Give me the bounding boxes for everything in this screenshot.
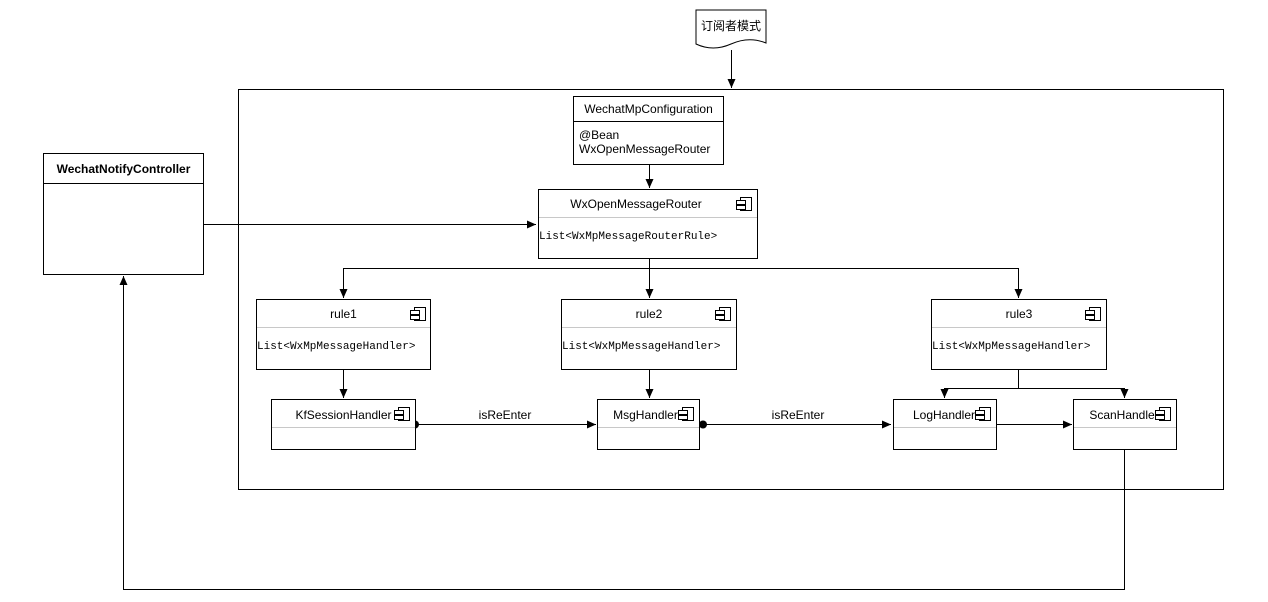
- component-icon: [975, 407, 991, 421]
- router-to-rule3-arrow: [649, 268, 1023, 298]
- config-bean-type: WxOpenMessageRouter: [579, 142, 711, 156]
- edge-label-isreenter-2: isReEnter: [771, 408, 825, 422]
- component-icon: [1155, 407, 1171, 421]
- rule2-box[interactable]: rule2 List<WxMpMessageHandler>: [561, 299, 737, 370]
- log-handler[interactable]: LogHandler: [893, 399, 997, 450]
- component-icon: [394, 407, 410, 421]
- scan-handler[interactable]: ScanHandler: [1073, 399, 1177, 450]
- wechat-mp-configuration[interactable]: WechatMpConfiguration @Bean WxOpenMessag…: [573, 96, 724, 165]
- rule2-title: rule2: [635, 307, 663, 321]
- subscriber-mode-note: 订阅者模式: [700, 19, 761, 33]
- rule3-field: List<WxMpMessageHandler>: [932, 341, 1091, 353]
- wx-open-message-router[interactable]: WxOpenMessageRouter List<WxMpMessageRout…: [538, 189, 758, 259]
- rule1-title: rule1: [330, 307, 357, 321]
- component-icon: [678, 407, 694, 421]
- module-container: [238, 89, 1224, 490]
- router-title: WxOpenMessageRouter: [570, 197, 702, 211]
- component-icon: [410, 307, 426, 321]
- rule3-title: rule3: [1005, 307, 1033, 321]
- config-bean-annotation: @Bean: [579, 128, 620, 142]
- scanhandler-to-controller-arrow: [119, 276, 1125, 590]
- msg-handler-divider: [598, 427, 699, 428]
- component-icon: [715, 307, 731, 321]
- rule3-to-scanhandler-arrow: [1018, 388, 1129, 398]
- scan-handler-divider: [1074, 427, 1176, 428]
- component-icon: [1085, 307, 1101, 321]
- controller-title: WechatNotifyController: [56, 162, 191, 176]
- component-icon: [736, 197, 752, 211]
- log-handler-title: LogHandler: [912, 408, 976, 422]
- kf-session-handler-divider: [272, 427, 415, 428]
- config-divider: [574, 121, 723, 122]
- kf-session-handler-title: KfSessionHandler: [295, 408, 392, 422]
- msg-handler[interactable]: MsgHandler: [597, 399, 700, 450]
- rule1-box[interactable]: rule1 List<WxMpMessageHandler>: [256, 299, 431, 370]
- rule3-to-loghandler-arrow: [940, 388, 1019, 398]
- kf-session-handler[interactable]: KfSessionHandler: [271, 399, 416, 450]
- wechat-notify-controller[interactable]: WechatNotifyController: [43, 153, 204, 275]
- router-field: List<WxMpMessageRouterRule>: [539, 231, 718, 243]
- rule3-divider: [932, 327, 1106, 328]
- edge-label-isreenter-1: isReEnter: [478, 408, 532, 422]
- controller-divider: [44, 183, 203, 184]
- msghandler-connector-dot: [699, 420, 707, 429]
- scan-handler-title: ScanHandler: [1089, 408, 1159, 422]
- rule3-box[interactable]: rule3 List<WxMpMessageHandler>: [931, 299, 1107, 370]
- rule2-divider: [562, 327, 736, 328]
- rule1-field: List<WxMpMessageHandler>: [257, 341, 416, 353]
- rule1-divider: [257, 327, 430, 328]
- router-divider: [539, 217, 757, 218]
- rule2-field: List<WxMpMessageHandler>: [562, 341, 721, 353]
- msg-handler-title: MsgHandler: [613, 408, 678, 422]
- config-title: WechatMpConfiguration: [584, 102, 713, 116]
- router-to-rule1-arrow: [339, 268, 650, 298]
- log-handler-divider: [894, 427, 996, 428]
